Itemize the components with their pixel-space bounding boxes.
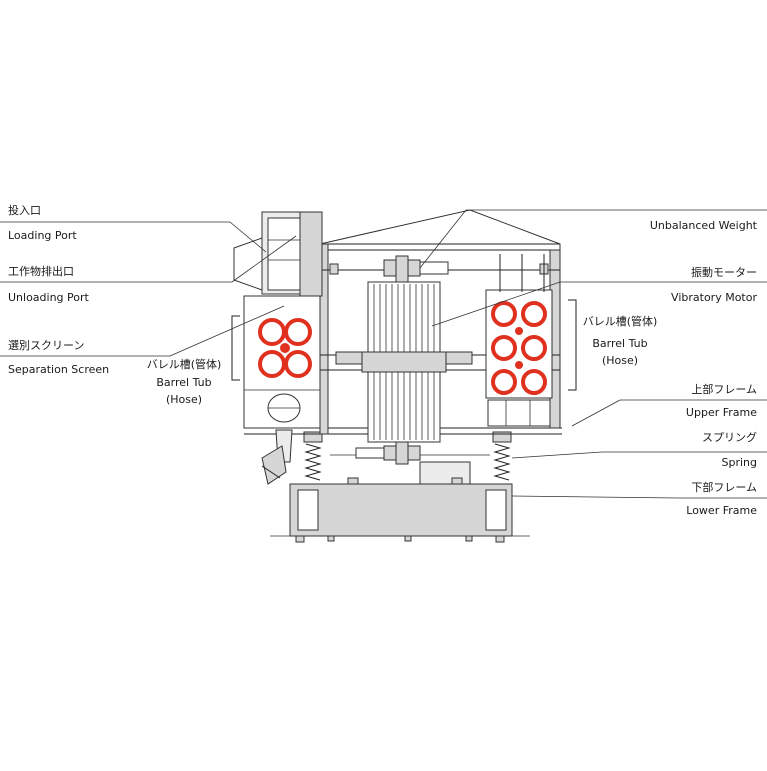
unloading-chute <box>261 429 293 485</box>
spring-label-en: Spring <box>722 456 758 469</box>
spring-left <box>303 431 323 481</box>
hanger-rods <box>499 254 545 292</box>
vibratory-motor <box>335 281 473 443</box>
vibratory-motor-label-en: Vibratory Motor <box>671 291 757 304</box>
spring-right <box>492 431 512 481</box>
barrel-tub-left-label-en2: (Hose) <box>166 393 202 406</box>
unbalanced-weight-top <box>383 255 449 283</box>
lower-frame-label-jp: 下部フレーム <box>691 480 757 494</box>
hose-bundle-right <box>485 289 553 427</box>
separation-screen <box>267 393 301 423</box>
upper-frame-label-en: Upper Frame <box>686 406 757 419</box>
lower-frame <box>270 483 530 543</box>
unloading-port-label-en: Unloading Port <box>8 291 90 304</box>
lower-frame-label-en: Lower Frame <box>686 504 757 517</box>
barrel-tub-left-label-en: Barrel Tub <box>156 376 211 389</box>
separation-screen-label-en: Separation Screen <box>8 363 109 376</box>
barrel-tub-right-label-en2: (Hose) <box>602 354 638 367</box>
separation-screen-label-jp: 選別スクリーン <box>8 339 84 352</box>
barrel-tub-right-label-en: Barrel Tub <box>592 337 647 350</box>
hose-bundle-left <box>258 318 312 378</box>
spring-label-jp: スプリング <box>702 430 757 444</box>
bracket-left <box>231 315 240 381</box>
vibratory-motor-label-jp: 振動モーター <box>691 265 757 279</box>
loading-port-label-en: Loading Port <box>8 229 77 242</box>
bracket-right <box>568 299 577 391</box>
unbalanced-weight-bottom <box>355 441 421 465</box>
leader-lines <box>0 209 767 499</box>
barrel-tub-right-label-jp: バレル槽(管体) <box>583 314 658 328</box>
unloading-port-label-jp: 工作物排出口 <box>8 264 74 278</box>
barrel-tub-left-label-jp: バレル槽(管体) <box>147 357 222 371</box>
loading-port-label-jp: 投入口 <box>8 203 41 217</box>
upper-frame-label-jp: 上部フレーム <box>691 382 757 396</box>
unbalanced-weight-label: Unbalanced Weight <box>650 219 758 232</box>
